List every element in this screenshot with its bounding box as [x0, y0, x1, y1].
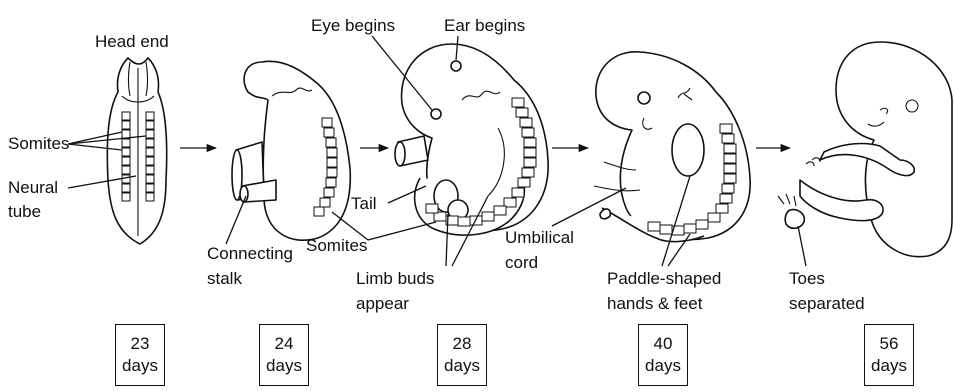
day-number: 40 — [654, 333, 673, 355]
embryo-56-days — [778, 42, 952, 257]
umbilical-leader — [552, 188, 626, 226]
day-number: 28 — [453, 333, 472, 355]
eye-40 — [638, 92, 650, 104]
label-somites-23: Somites — [8, 134, 69, 153]
label-somites-28: Somites — [306, 236, 367, 255]
day-number: 56 — [880, 333, 899, 355]
label-appear: appear — [356, 294, 409, 313]
embryo-24-days — [232, 61, 350, 240]
label-tube: tube — [8, 202, 41, 221]
day-box-23: 23 days — [115, 324, 165, 386]
eye-28-dot — [431, 109, 441, 119]
label-tail: Tail — [351, 194, 377, 213]
day-unit: days — [122, 355, 158, 377]
embryo-23-days — [107, 58, 166, 244]
day-unit: days — [266, 355, 302, 377]
day-unit: days — [444, 355, 480, 377]
label-head-end: Head end — [95, 32, 169, 51]
day-unit: days — [645, 355, 681, 377]
day-unit: days — [871, 355, 907, 377]
label-neural: Neural — [8, 178, 58, 197]
somites-left-column — [122, 112, 130, 201]
label-stalk: stalk — [207, 269, 242, 288]
embryo-28-days — [395, 44, 548, 235]
label-cord: cord — [505, 253, 538, 272]
label-paddle: Paddle-shaped — [607, 269, 721, 288]
label-separated: separated — [789, 294, 865, 313]
day-number: 23 — [131, 333, 150, 355]
label-connecting: Connecting — [207, 244, 293, 263]
day-number: 24 — [275, 333, 294, 355]
label-eye-begins: Eye begins — [311, 16, 395, 35]
day-box-40: 40 days — [638, 324, 688, 386]
embryo-40-days — [594, 52, 750, 242]
label-hands-feet: hands & feet — [607, 294, 703, 313]
label-toes: Toes — [789, 269, 825, 288]
somites-right-column — [146, 112, 154, 201]
paddle-hand-40 — [672, 124, 704, 176]
toes-leader — [798, 226, 806, 266]
day-box-56: 56 days — [864, 324, 914, 386]
connecting-stalk-leader — [226, 196, 246, 244]
ear-28-dot — [451, 61, 461, 71]
day-box-24: 24 days — [259, 324, 309, 386]
label-umbilical: Umbilical — [505, 228, 574, 247]
label-ear-begins: Ear begins — [444, 16, 525, 35]
label-limb-buds: Limb buds — [356, 269, 434, 288]
day-box-28: 28 days — [437, 324, 487, 386]
